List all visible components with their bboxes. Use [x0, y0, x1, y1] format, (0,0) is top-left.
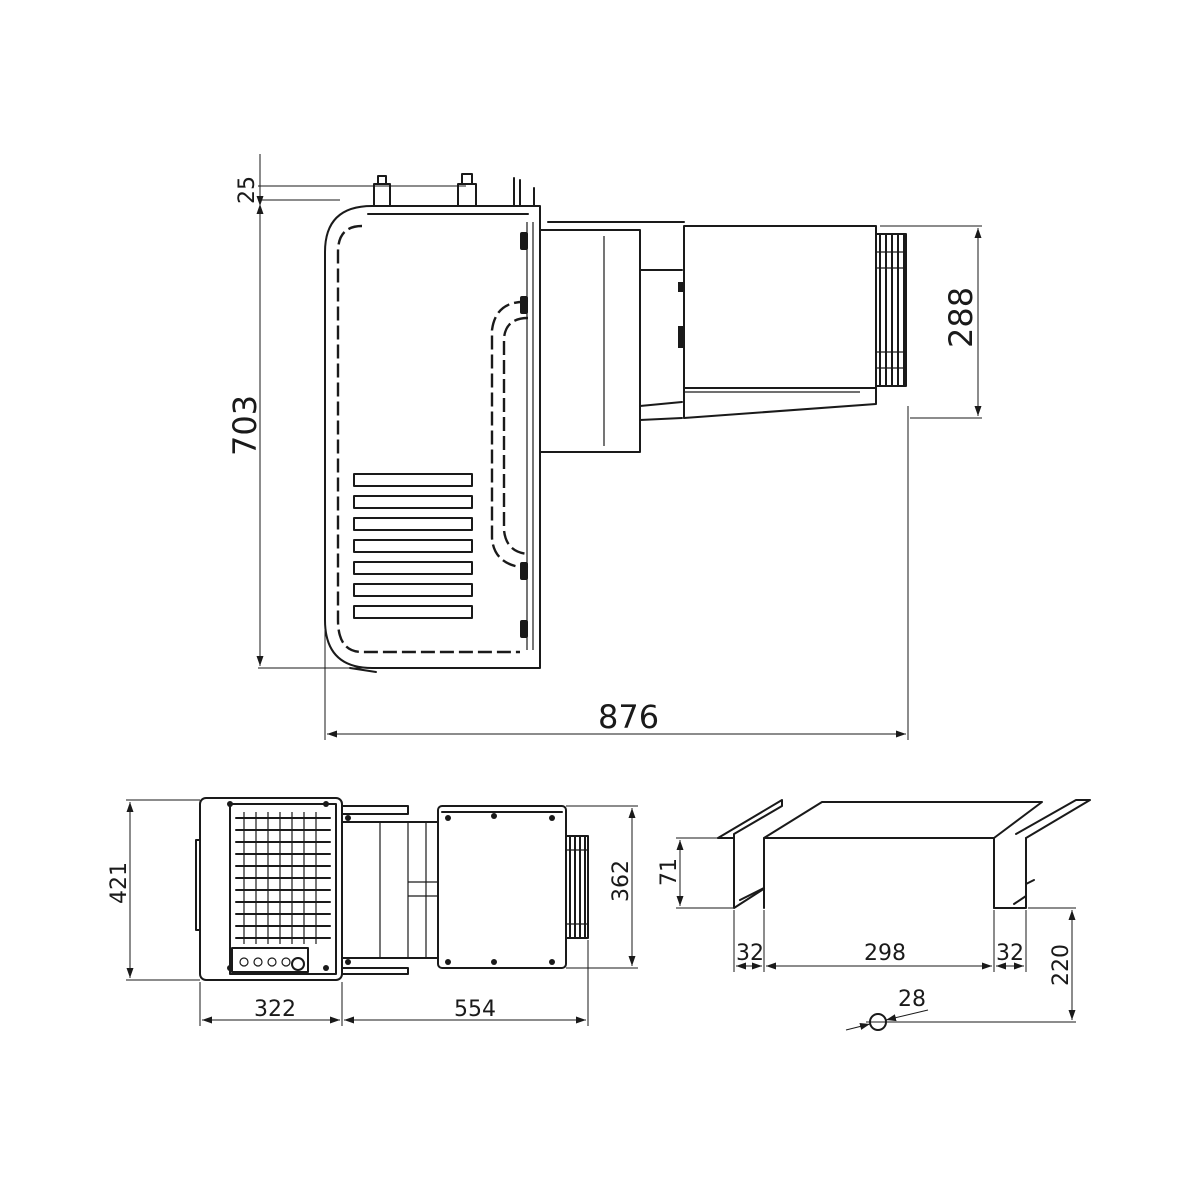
dim-flange-right-label: 32 [996, 941, 1024, 966]
dim-condensing-unit-width-label: 322 [254, 997, 296, 1022]
dim-opening-widths: 32 298 32 [733, 910, 1027, 972]
top-view: 421 362 322 554 [107, 797, 638, 1026]
dim-top-offset-label: 25 [235, 176, 260, 204]
dim-wall-thickness-label: 220 [1049, 944, 1074, 986]
wall-sleeve [539, 221, 685, 453]
dim-top-offset: 25 [235, 154, 466, 206]
dim-evaporator-width-label: 554 [454, 997, 496, 1022]
sleeve-top [341, 805, 439, 975]
dim-evaporator-height-label: 288 [942, 287, 980, 348]
condensing-unit-top [195, 797, 343, 981]
dim-height: 703 [226, 204, 370, 669]
dim-hole-diameter-label: 28 [898, 987, 926, 1012]
dim-height-label: 703 [226, 395, 264, 456]
dim-evaporator-height: 288 [880, 225, 982, 419]
dim-overall-width-label: 876 [598, 698, 659, 736]
dim-depth-label: 421 [107, 862, 132, 904]
hole-symbol [869, 1013, 887, 1031]
evaporator-unit [678, 225, 907, 419]
dim-depth: 421 [107, 799, 200, 981]
dim-evaporator-depth-label: 362 [609, 860, 634, 902]
top-connectors [373, 173, 535, 207]
dim-evaporator-depth: 362 [566, 805, 638, 969]
dim-frame-height-label: 71 [657, 858, 682, 886]
ventilation-louvers [353, 473, 473, 619]
wall-frame [717, 799, 1091, 909]
dim-flange-left-label: 32 [736, 941, 764, 966]
dim-hole: 28 [845, 987, 929, 1031]
dim-frame-height: 71 [657, 837, 734, 909]
evaporator-top [437, 805, 589, 969]
side-view: 25 703 288 876 [226, 154, 982, 740]
dim-opening-width-label: 298 [864, 941, 906, 966]
condensing-unit-housing [324, 205, 541, 673]
dim-overall-width: 876 [324, 406, 909, 740]
dim-widths: 322 554 [199, 940, 589, 1026]
dim-wall-thickness: 220 [866, 907, 1076, 1023]
wall-opening-detail: 71 32 298 32 220 28 [657, 799, 1091, 1031]
